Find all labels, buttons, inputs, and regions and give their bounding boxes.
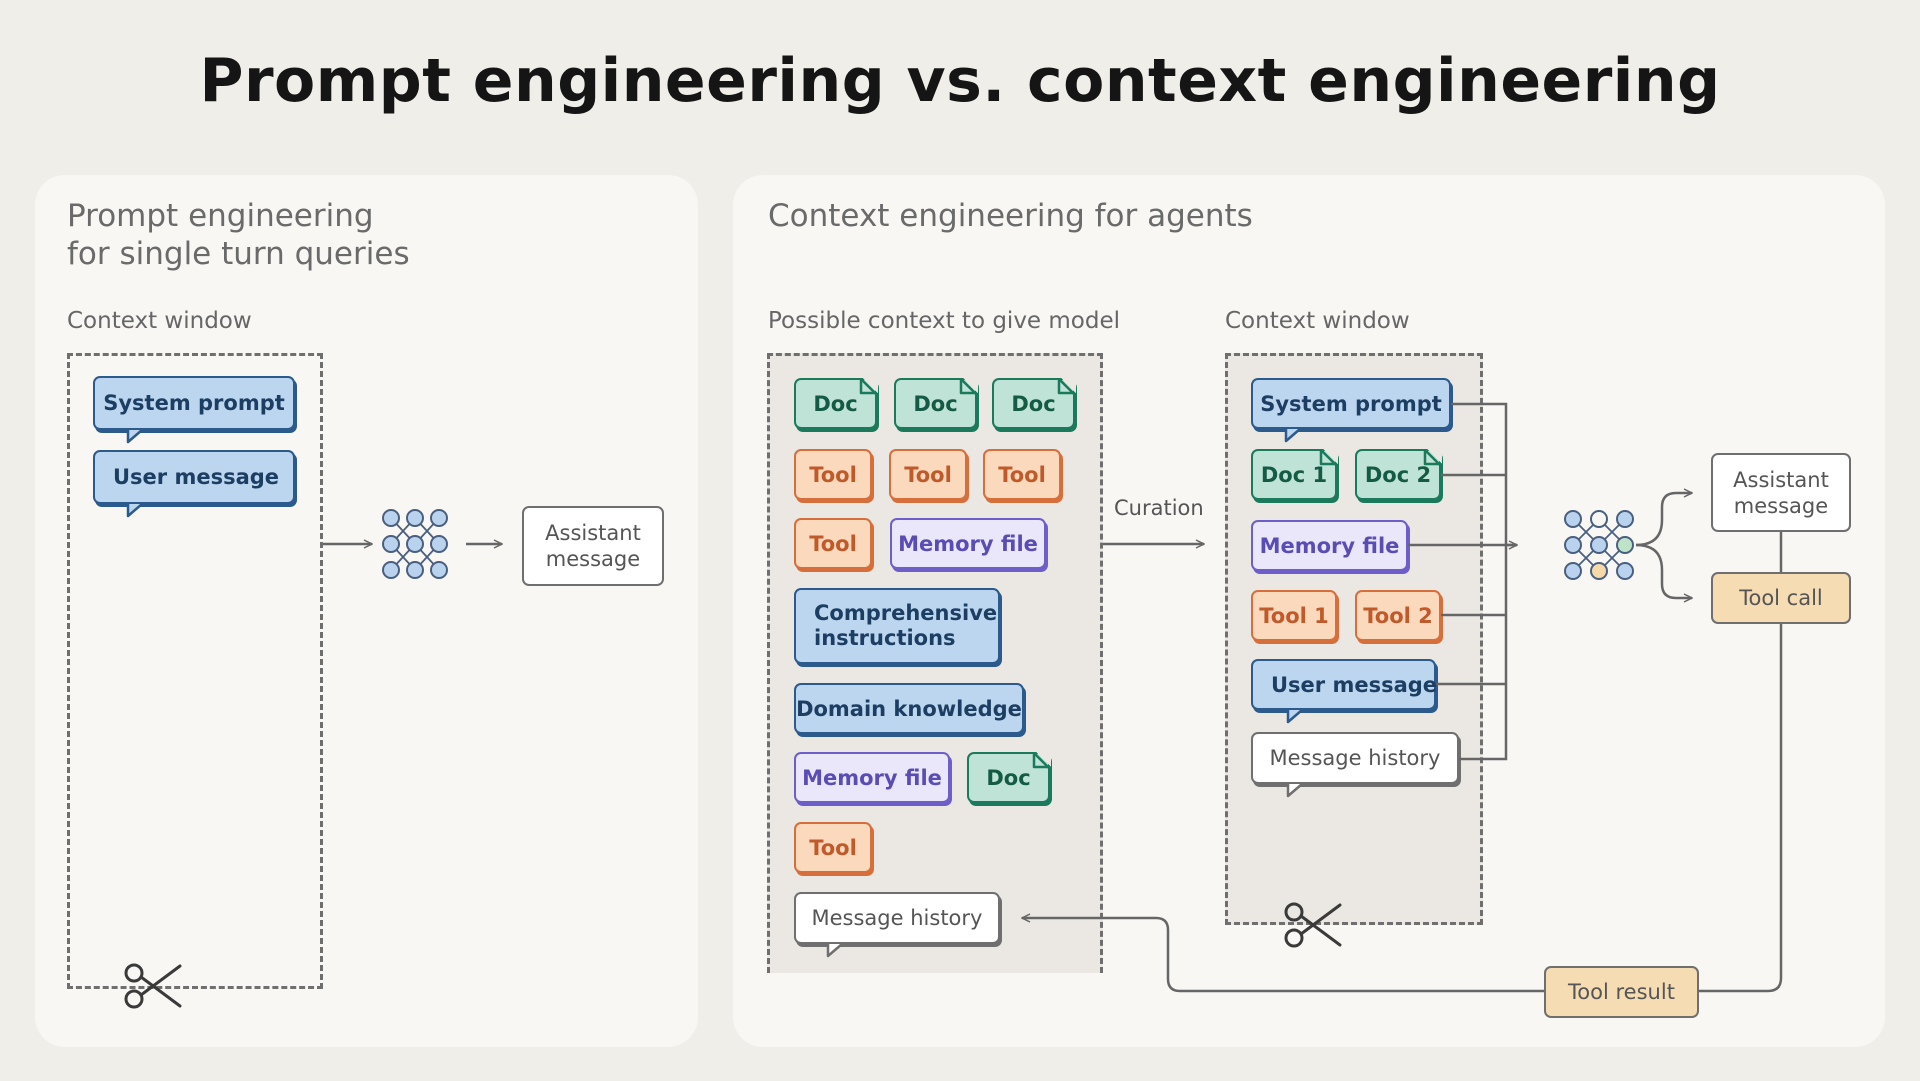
window-user-message: User message [1251, 659, 1437, 710]
left-assistant-message: Assistant message [522, 506, 664, 586]
possible-doc-4: Doc [967, 751, 1051, 803]
window-memory-file: Memory file [1251, 520, 1408, 571]
right-context-window-label: Context window [1225, 308, 1410, 334]
window-doc-2: Doc 2 [1355, 448, 1442, 500]
window-tool-2: Tool 2 [1355, 590, 1441, 641]
possible-tool-4: Tool [794, 518, 872, 569]
left-assistant-line2: message [545, 547, 641, 571]
possible-domain-knowledge: Domain knowledge [794, 683, 1024, 734]
page-title: Prompt engineering vs. context engineeri… [199, 46, 1721, 116]
right-assistant-line1: Assistant [1733, 467, 1829, 492]
possible-doc-3: Doc [992, 377, 1076, 429]
possible-tool-3: Tool [983, 449, 1061, 500]
tool-result: Tool result [1544, 966, 1699, 1018]
right-assistant-message: Assistant message [1711, 453, 1851, 532]
window-tool-1: Tool 1 [1251, 590, 1337, 641]
left-panel-title: Prompt engineering for single turn queri… [67, 197, 410, 273]
possible-memory-file-1: Memory file [890, 518, 1046, 569]
possible-doc-1: Doc [794, 377, 878, 429]
right-panel-title: Context engineering for agents [768, 198, 1253, 234]
left-panel [35, 175, 698, 1047]
window-message-history: Message history [1251, 732, 1459, 784]
comprehensive-line2: instructions [814, 626, 956, 650]
left-context-window-label: Context window [67, 308, 252, 334]
window-system-prompt: System prompt [1251, 378, 1451, 429]
possible-memory-file-2: Memory file [794, 752, 950, 803]
possible-doc-2: Doc [894, 377, 978, 429]
tool-call: Tool call [1711, 572, 1851, 624]
possible-tool-2: Tool [889, 449, 967, 500]
left-assistant-line1: Assistant [545, 521, 641, 545]
possible-message-history: Message history [794, 892, 1000, 944]
possible-tool-5: Tool [794, 822, 872, 873]
comprehensive-line1: Comprehensive [814, 601, 998, 625]
left-panel-title-line1: Prompt engineering [67, 198, 374, 234]
possible-tool-1: Tool [794, 449, 872, 500]
window-doc-1: Doc 1 [1251, 448, 1338, 500]
curation-label: Curation [1114, 496, 1204, 520]
left-user-message: User message [93, 450, 295, 504]
possible-context-label: Possible context to give model [768, 308, 1121, 334]
left-system-prompt: System prompt [93, 376, 295, 430]
left-panel-title-line2: for single turn queries [67, 236, 410, 272]
left-context-window [67, 353, 323, 989]
possible-comprehensive-instructions: Comprehensive instructions [794, 588, 1000, 664]
right-assistant-line2: message [1733, 493, 1829, 518]
